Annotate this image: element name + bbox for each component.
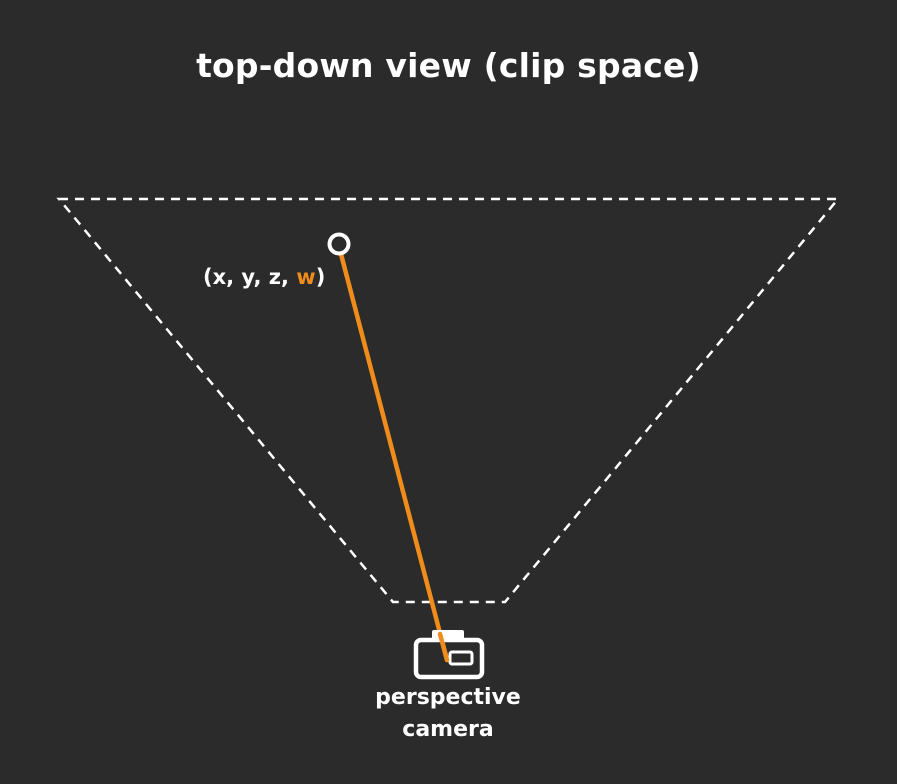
camera-label-line2: camera: [402, 717, 494, 742]
projection-ray-end: [437, 631, 450, 663]
coord-w: w: [296, 265, 316, 289]
camera-label: perspective camera: [348, 682, 548, 746]
view-frustum: [56, 197, 841, 604]
projection-ray: [338, 251, 450, 663]
coord-suffix: ): [315, 265, 326, 289]
vertex-point-marker: [327, 232, 351, 256]
camera-icon: [413, 630, 485, 680]
diagram-title: top-down view (clip space): [196, 46, 701, 85]
coord-prefix: (x, y, z,: [203, 265, 297, 289]
vertex-coordinate-label: (x, y, z, w): [203, 265, 325, 289]
camera-label-line1: perspective: [375, 685, 521, 710]
